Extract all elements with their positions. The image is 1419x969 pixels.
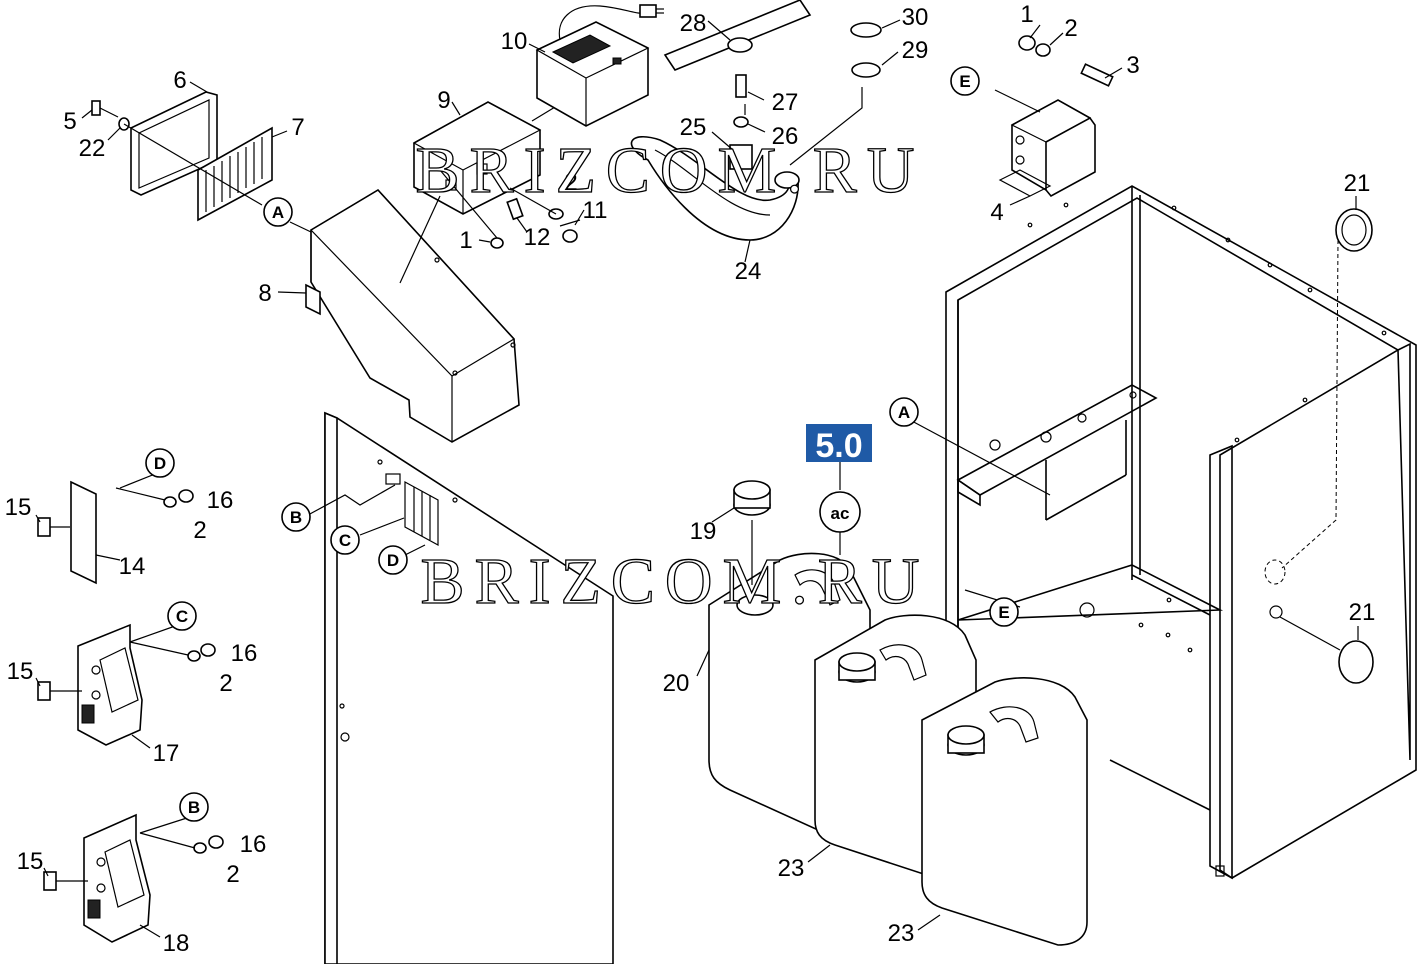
part-number: 22 <box>79 135 106 162</box>
part-number: 2 <box>564 169 577 196</box>
callout-e-cabinet: E <box>989 597 1019 627</box>
part-number: 15 <box>7 658 34 685</box>
svg-text:A: A <box>898 403 910 422</box>
part-number: 12 <box>524 224 551 251</box>
callout-e-box: E <box>950 66 980 96</box>
part-number: 2 <box>193 517 206 544</box>
callout-ac: ac <box>819 491 861 533</box>
svg-text:B: B <box>188 798 200 817</box>
part-number: 27 <box>772 89 799 116</box>
callout-d-panel: D <box>378 545 408 575</box>
grommet-upper <box>1281 208 1373 569</box>
part-number: 14 <box>119 553 146 580</box>
watermark-upper: BRIZCOM.RU <box>416 134 925 207</box>
part-number: 20 <box>663 670 690 697</box>
svg-text:A: A <box>272 203 284 222</box>
section-badge: 5.0 <box>806 424 872 465</box>
part-number: 25 <box>680 114 707 141</box>
callout-b-mech: B <box>179 792 209 822</box>
part-numbers: 1 2 3 4 5 6 7 8 9 10 1 2 11 12 14 15 16 … <box>5 1 1376 957</box>
part-number: 23 <box>888 920 915 947</box>
callout-c-panel: C <box>330 525 360 555</box>
part-number: 21 <box>1344 170 1371 197</box>
callout-b-panel: B <box>281 502 311 532</box>
coin-mechanism-17 <box>37 623 216 746</box>
grille-plate <box>197 126 273 222</box>
part-number: 16 <box>207 487 234 514</box>
part-number: 5 <box>63 108 76 135</box>
front-panel <box>324 411 614 965</box>
part-number: 6 <box>173 67 186 94</box>
svg-text:B: B <box>290 508 302 527</box>
part-number: 16 <box>231 640 258 667</box>
coin-mechanism-18 <box>43 813 224 943</box>
screw-5 <box>91 100 263 206</box>
callout-a-left: A <box>263 197 293 227</box>
part-number: 26 <box>772 123 799 150</box>
canister-23-front <box>921 677 1088 946</box>
hood-cover <box>305 188 520 443</box>
svg-text:5.0: 5.0 <box>815 427 862 465</box>
grommet-lower <box>1279 616 1374 684</box>
part-number: 3 <box>1126 52 1139 79</box>
part-number: 15 <box>5 494 32 521</box>
part-number: 1 <box>1020 1 1033 28</box>
part-number: 2 <box>219 670 232 697</box>
part-number: 21 <box>1349 599 1376 626</box>
part-number: 16 <box>240 831 267 858</box>
part-number: 1 <box>459 227 472 254</box>
part-number: 28 <box>680 10 707 37</box>
svg-text:C: C <box>176 607 188 626</box>
coin-plate-14 <box>37 480 194 585</box>
svg-text:E: E <box>998 603 1009 622</box>
part-number: 10 <box>501 28 528 55</box>
part-number: 23 <box>778 855 805 882</box>
hose-assembly <box>630 0 882 263</box>
part-number: 9 <box>437 87 450 114</box>
part-number: 2 <box>1064 15 1077 42</box>
heater-fasteners <box>399 169 581 284</box>
part-number: 29 <box>902 37 929 64</box>
part-number: 19 <box>690 518 717 545</box>
heater-housing <box>412 100 566 215</box>
part-number: 24 <box>735 258 762 285</box>
callout-d-plate: D <box>145 448 175 478</box>
watermark-lower: BRIZCOM.RU <box>421 545 930 618</box>
part-number: 7 <box>291 114 304 141</box>
junction-box <box>994 35 1114 206</box>
callout-a-right: A <box>889 397 919 427</box>
svg-text:ac: ac <box>831 504 850 523</box>
part-number: 11 <box>583 197 608 224</box>
part-number: 15 <box>17 848 44 875</box>
svg-text:D: D <box>387 551 399 570</box>
part-number: 18 <box>163 930 190 957</box>
part-number: 17 <box>153 740 180 767</box>
svg-text:C: C <box>339 531 351 550</box>
part-number: 8 <box>258 280 271 307</box>
part-number: 2 <box>226 861 239 888</box>
watermarks: BRIZCOM.RU BRIZCOM.RU <box>415 133 930 618</box>
part-number: 30 <box>902 4 929 31</box>
part-number: 4 <box>990 199 1003 226</box>
callout-c-mech: C <box>167 601 197 631</box>
callouts: A A B B C C D D <box>145 66 1019 822</box>
fan-heater-unit <box>535 4 664 127</box>
svg-text:D: D <box>154 454 166 473</box>
svg-text:E: E <box>959 72 970 91</box>
